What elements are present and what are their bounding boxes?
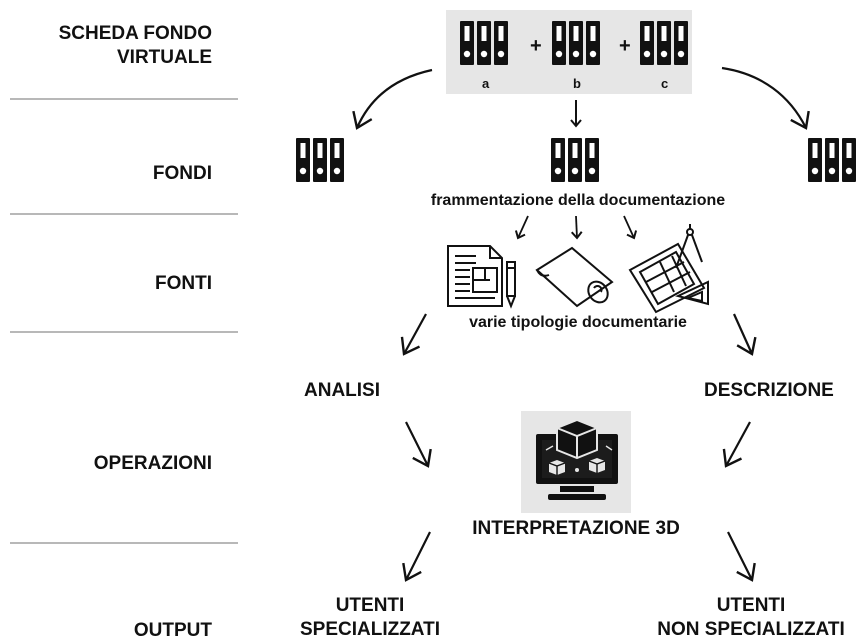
output-non-specialized-line2: NON SPECIALIZZATI (657, 619, 845, 640)
binder-group-icon (552, 21, 600, 65)
document-plan-icon (447, 245, 516, 309)
label-operazioni: OPERAZIONI (93, 453, 212, 474)
arrow-icon (402, 531, 431, 582)
operation-analisi: ANALISI (304, 380, 380, 401)
binder-group-icon (640, 21, 688, 65)
arrow-icon (722, 421, 751, 468)
separator (10, 98, 238, 100)
label-scheda-line2: VIRTUALE (117, 47, 212, 68)
output-non-specialized-users: UTENTI NON SPECIALIZZATI (642, 594, 860, 642)
fragmentation-caption: frammentazione della documentazione (430, 192, 726, 209)
arrow-icon (727, 531, 756, 582)
binder-label-b: b (573, 76, 581, 91)
label-scheda-fondo-virtuale: SCHEDA FONDO VIRTUALE (59, 22, 212, 70)
operation-descrizione: DESCRIZIONE (704, 380, 834, 401)
document-types-caption: varie tipologie documentarie (469, 314, 687, 331)
arrow-icon (400, 313, 427, 356)
separator (10, 331, 238, 333)
technical-drawing-icon (628, 224, 709, 314)
label-scheda-line1: SCHEDA FONDO (58, 23, 212, 44)
operation-interpretazione-3d: INTERPRETAZIONE 3D (472, 518, 680, 539)
label-fondi: FONDI (152, 163, 212, 184)
label-fonti: FONTI (155, 273, 212, 294)
arrow-icon (405, 421, 432, 468)
binder-label-c: c (661, 76, 669, 91)
separator (10, 213, 238, 215)
output-specialized-line2: SPECIALIZZATI (299, 619, 441, 640)
arrow-icon (732, 313, 757, 356)
binder-group-icon (460, 21, 508, 65)
separator (10, 542, 238, 544)
arrow-icon (352, 68, 433, 130)
binder-label-a: a (482, 76, 490, 91)
binder-group-icon (551, 138, 599, 182)
binder-group-icon (296, 138, 344, 182)
3d-computer-icon (536, 418, 618, 500)
plus-sign: + (619, 35, 631, 57)
binder-group-icon (808, 138, 856, 182)
plus-sign: + (530, 35, 542, 57)
rolled-map-icon (535, 246, 614, 308)
label-output: OUTPUT (133, 620, 212, 641)
arrow-icon (514, 215, 529, 240)
arrow-icon (721, 66, 810, 130)
output-specialized-line1: UTENTI (335, 595, 405, 616)
output-specialized-users: UTENTI SPECIALIZZATI (290, 594, 450, 642)
arrow-icon (623, 215, 638, 240)
arrow-icon (570, 215, 583, 240)
output-non-specialized-line1: UTENTI (716, 595, 786, 616)
